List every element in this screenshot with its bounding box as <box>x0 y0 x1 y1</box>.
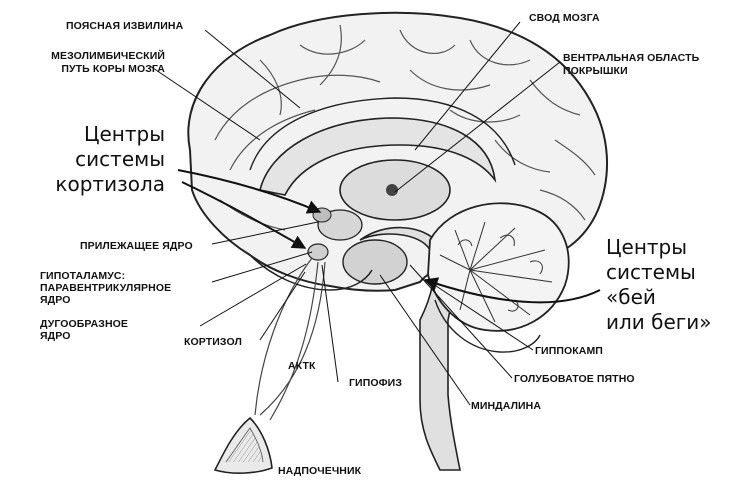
leader-lines <box>149 21 561 406</box>
arbor-vitae <box>439 221 553 323</box>
label-arcuate-line1: ДУГООБРАЗНОЕ <box>40 318 129 330</box>
label-cingulate-gyrus: ПОЯСНАЯ ИЗВИЛИНА <box>66 20 184 32</box>
cortisol-arrow-lower <box>181 181 307 249</box>
label-nucleus-accumbens: ПРИЛЕЖАЩЕЕ ЯДРО <box>80 240 193 252</box>
callout-fight-flight-line2: системы <box>606 260 696 284</box>
label-amygdala: МИНДАЛИНА <box>471 400 542 412</box>
label-locus-coeruleus: ГОЛУБОВАТОЕ ПЯТНО <box>514 373 635 385</box>
cerebellum <box>427 202 570 332</box>
callout-cortisol-line3: кортизола <box>55 172 165 196</box>
cortisol-arrow-upper <box>177 169 322 214</box>
label-fornix: СВОД МОЗГА <box>529 12 600 24</box>
callout-cortisol-line1: Центры <box>83 122 165 146</box>
label-adrenal: НАДПОЧЕЧНИК <box>278 465 362 477</box>
label-mesolimbic-line2: ПУТЬ КОРЫ МОЗГА <box>61 63 165 75</box>
label-acth: АКТК <box>288 360 316 372</box>
callout-fight-flight-line1: Центры <box>606 235 688 259</box>
callout-fight-flight-line4: или беги» <box>606 310 712 334</box>
fight-flight-arrow <box>423 277 601 304</box>
label-pituitary: ГИПОФИЗ <box>349 377 402 389</box>
label-hippocampus: ГИППОКАМП <box>535 345 603 357</box>
label-hypothalamus-line1: ГИПОТАЛАМУС: <box>40 270 126 282</box>
label-cortisol: КОРТИЗОЛ <box>184 336 242 348</box>
label-vta-line1: ВЕНТРАЛЬНАЯ ОБЛАСТЬ <box>563 52 700 64</box>
label-mesolimbic-line1: МЕЗОЛИМБИЧЕСКИЙ <box>51 50 165 62</box>
callout-cortisol-line2: системы <box>75 147 165 171</box>
label-hypothalamus-line2: ПАРАВЕНТРИКУЛЯРНОЕ <box>40 282 172 294</box>
corpus-callosum <box>259 117 497 196</box>
label-arcuate-line2: ЯДРО <box>40 330 71 342</box>
callout-fight-flight-line3: «бей <box>606 285 656 309</box>
label-vta-line2: ПОКРЫШКИ <box>563 65 628 77</box>
label-hypothalamus-line3: ЯДРО <box>40 294 71 306</box>
